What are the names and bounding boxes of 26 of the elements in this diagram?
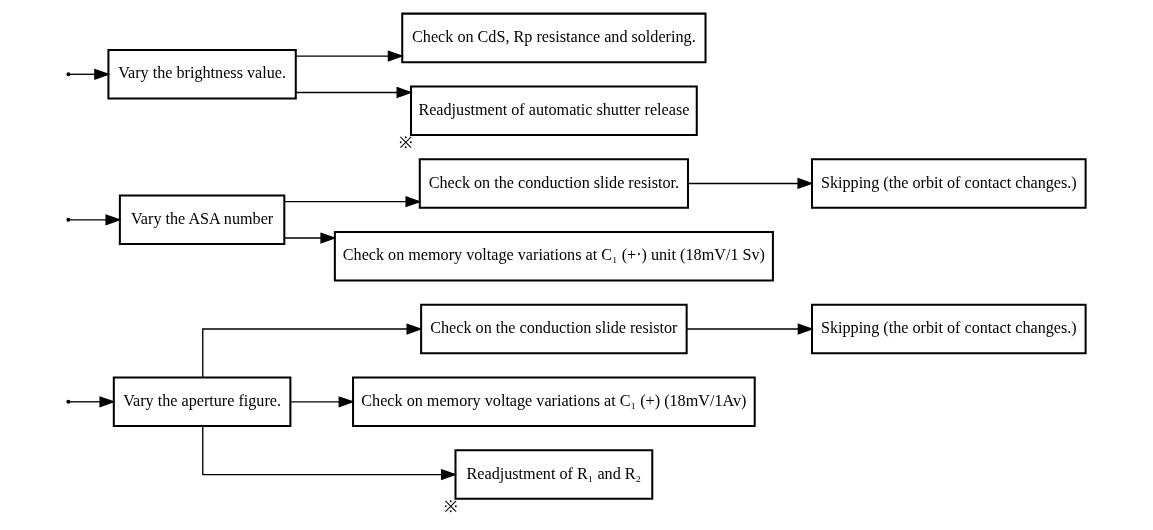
arrow: [686, 323, 814, 335]
arrow: [202, 425, 458, 481]
arrow: [283, 232, 337, 244]
node-box: Check on the conduction slide resistor.: [418, 158, 689, 209]
arrow: [295, 86, 413, 99]
node-box: Readjustment of automatic shutter release: [410, 85, 698, 136]
arrow: [289, 396, 355, 408]
node-box: Readjustment of R₁ and R₂: [454, 449, 654, 500]
node-box: Check on the conduction slide resistor: [420, 303, 688, 355]
node-box: Check on memory voltage variations at C₁ (+·) unit (18mV/1 Sv): [333, 230, 774, 282]
arrow: [295, 50, 404, 62]
arrow: [69, 68, 111, 80]
node-box: Check on memory voltage variations at C₁ (+) (18mV/1Av): [352, 376, 756, 428]
node-box: Vary the brightness value.: [107, 49, 297, 100]
arrow: [69, 396, 116, 408]
node-box: Check on CdS, Rp resistance and soldering.: [401, 12, 707, 64]
node-box: Vary the ASA number: [118, 194, 286, 246]
arrow: [687, 177, 814, 190]
node-box: Skipping (the orbit of contact changes.): [811, 158, 1087, 209]
node-label: ※: [399, 133, 414, 151]
node-box: Vary the aperture figure.: [112, 376, 292, 428]
arrow: [283, 195, 422, 208]
node-box: Skipping (the orbit of contact changes.): [811, 303, 1087, 355]
arrow: [69, 214, 122, 226]
arrow: [202, 323, 423, 378]
node-label: ※: [443, 497, 458, 515]
